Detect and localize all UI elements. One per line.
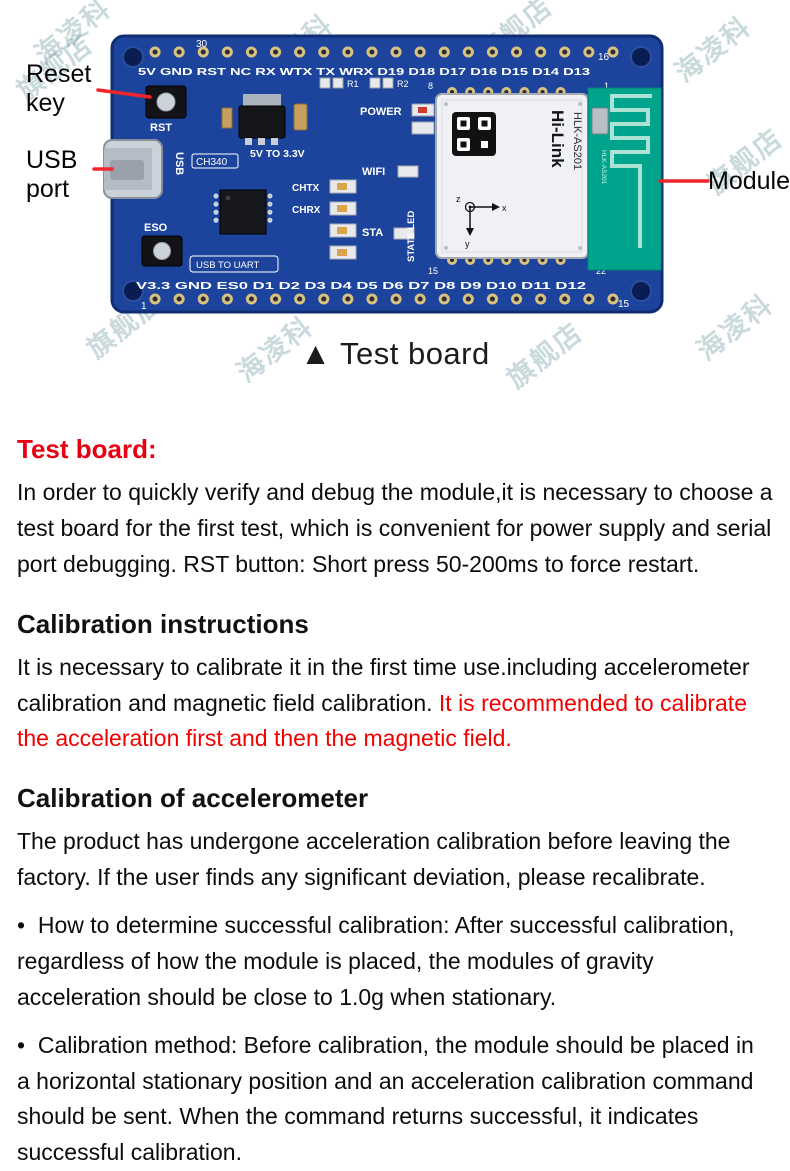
usb-label: USB <box>173 152 185 175</box>
content: Test board: In order to quickly verify a… <box>0 434 790 1171</box>
figure-caption: ▲ Test board <box>300 336 490 371</box>
wifi-label: WIFI <box>362 166 385 178</box>
mounting-hole <box>122 46 144 68</box>
silkscreen-bottom-row: V3.3 GND ES0 D1 D2 D3 D4 D5 D6 D7 D8 D9 … <box>136 281 587 292</box>
ch340-label: CH340 <box>196 157 228 168</box>
callout-usb-port: USB port <box>26 146 78 203</box>
usb-to-uart-label: USB TO UART <box>196 260 260 271</box>
serial-leds: CHTX CHRX <box>292 179 357 260</box>
status-leds: WIFI STA STATE LED <box>362 165 419 262</box>
antenna-connector <box>591 107 609 135</box>
pin-number-bottom-right: 15 <box>618 299 630 310</box>
axis-y-label: y <box>465 239 470 249</box>
resistor-r2: R2 <box>369 77 409 89</box>
accelerometer-paragraph: The product has undergone acceleration c… <box>17 828 731 891</box>
callout-lines <box>92 88 710 183</box>
antenna-trace <box>610 94 652 248</box>
test-board-figure: 海凌科 旗舰店 海凌科 旗舰店 海凌科 旗舰店 旗舰店 海凌科 旗舰店 海凌科 … <box>0 0 790 394</box>
bullet-calibration-method: Calibration method: Before calibration, … <box>17 1028 773 1171</box>
resistor-r1-label: R1 <box>347 79 359 89</box>
axis-x-label: x <box>502 203 507 213</box>
reset-button: RST <box>145 85 187 134</box>
module-pin-top-right: 1 <box>604 81 609 91</box>
bullet-success-criteria: How to determine successful calibration:… <box>17 908 773 1016</box>
mounting-hole <box>630 280 652 302</box>
state-led-label: STATE LED <box>406 210 417 262</box>
callout-reset-key: Reset key <box>26 60 92 117</box>
silkscreen-top-row: 5V GND RST NC RX WTX TX WRX D19 D18 D17 … <box>138 67 591 78</box>
calibration-instructions-text: It is necessary to calibrate it in the f… <box>17 653 750 716</box>
axis-diagram: z x y <box>456 194 507 249</box>
section-heading-calibration-instructions: Calibration instructions <box>17 608 309 639</box>
pin-number-top-right: 16 <box>598 52 610 63</box>
voltage-regulator: 5V TO 3.3V <box>221 94 308 160</box>
mounting-hole <box>122 280 144 302</box>
callout-module: Module <box>708 167 790 195</box>
test-board-paragraph: In order to quickly verify and debug the… <box>17 479 773 577</box>
test-board-illustration: 5V GND RST NC RX WTX TX WRX D19 D18 D17 … <box>92 34 710 314</box>
resistor-r1: R1 <box>319 77 359 89</box>
pin-number-bottom-left: 1 <box>141 301 147 312</box>
module-pin-bottom-right: 22 <box>596 266 606 276</box>
power-label: POWER <box>360 106 402 118</box>
antenna-area: HLK-AS201 <box>587 87 662 271</box>
chrx-label: CHRX <box>292 205 321 216</box>
mounting-hole <box>630 46 652 68</box>
pin-number-top-left: 30 <box>196 39 208 50</box>
sta-label: STA <box>362 227 383 239</box>
ch340-chip: CH340 <box>191 153 273 235</box>
module-brand-label: Hi-Link <box>548 110 567 168</box>
regulator-label: 5V TO 3.3V <box>250 148 305 160</box>
module-pin-bottom-left: 15 <box>428 266 438 276</box>
eso-button: ESO <box>141 222 183 267</box>
resistor-r2-label: R2 <box>397 79 409 89</box>
qr-code <box>452 112 496 156</box>
chtx-label: CHTX <box>292 183 320 194</box>
calibration-instructions-highlight: It is recommended to calibrate the accel… <box>17 689 747 752</box>
section-heading-test-board: Test board: <box>17 434 157 464</box>
usb-to-uart: USB TO UART <box>189 255 279 273</box>
module-model-label: HLK-AS201 <box>571 112 583 170</box>
reset-leader-line <box>96 88 152 99</box>
eso-label: ESO <box>144 222 168 234</box>
section-heading-calibration-accelerometer: Calibration of accelerometer <box>17 783 369 814</box>
rst-label: RST <box>150 122 172 134</box>
calibration-instructions-paragraph: It is necessary to calibrate it in the f… <box>17 650 773 758</box>
power-led: POWER <box>360 103 435 135</box>
hlk-as201-module: Hi-Link HLK-AS201 z x y 8 1 15 22 <box>428 81 609 276</box>
axis-z-label: z <box>456 194 461 204</box>
module-pin-top-left: 8 <box>428 81 433 91</box>
antenna-label: HLK-AS201 <box>600 150 607 185</box>
